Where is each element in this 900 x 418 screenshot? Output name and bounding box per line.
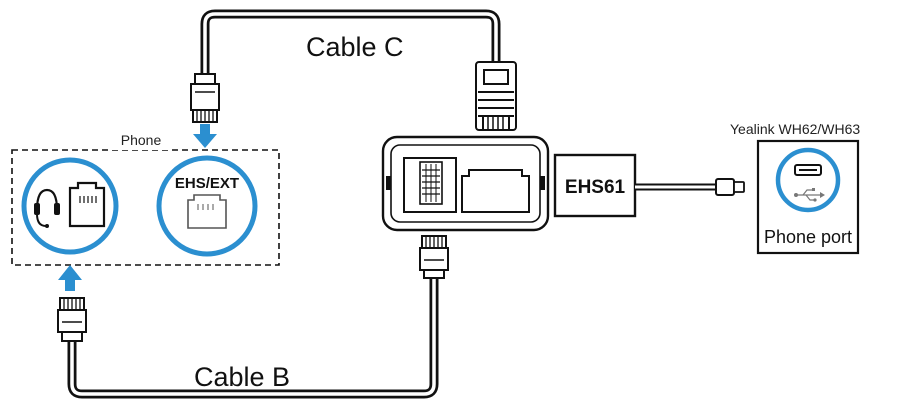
ehs-ext-label: EHS/EXT <box>175 175 239 192</box>
headset-icon <box>34 188 60 228</box>
phone-port-label: Phone port <box>764 227 852 247</box>
cable-c-label: Cable C <box>306 32 404 62</box>
phone-label: Phone <box>121 132 162 148</box>
headset-model-label: Yealink WH62/WH63 <box>730 121 860 137</box>
cable-c-plug-phone <box>190 73 220 123</box>
cable-b-plug-adapter <box>419 235 449 279</box>
ehs-port-icon <box>187 194 227 229</box>
ehs-ext-port: EHS/EXT <box>156 155 258 257</box>
headset-port <box>21 157 119 255</box>
arrow-down-icon <box>193 124 217 148</box>
usb-cable <box>635 178 745 196</box>
rj-port-icon <box>68 181 106 228</box>
usb-icon <box>794 188 825 202</box>
cable-c-plug-adapter <box>475 61 517 131</box>
cable-b-label: Cable B <box>194 362 290 392</box>
adapter-rj45-socket <box>461 169 530 213</box>
cable-c <box>200 9 501 74</box>
ehs61-box: EHS61 <box>553 153 637 218</box>
phone-panel: Phone <box>11 132 280 266</box>
cable-b-plug-phone <box>57 297 87 342</box>
cable-b <box>67 276 439 399</box>
arrow-up-icon <box>58 265 82 291</box>
headset-base: Phone port <box>756 139 860 255</box>
ehs-adapter <box>381 135 550 232</box>
adapter-rj11-socket <box>403 157 457 213</box>
ehs61-label: EHS61 <box>565 177 626 198</box>
